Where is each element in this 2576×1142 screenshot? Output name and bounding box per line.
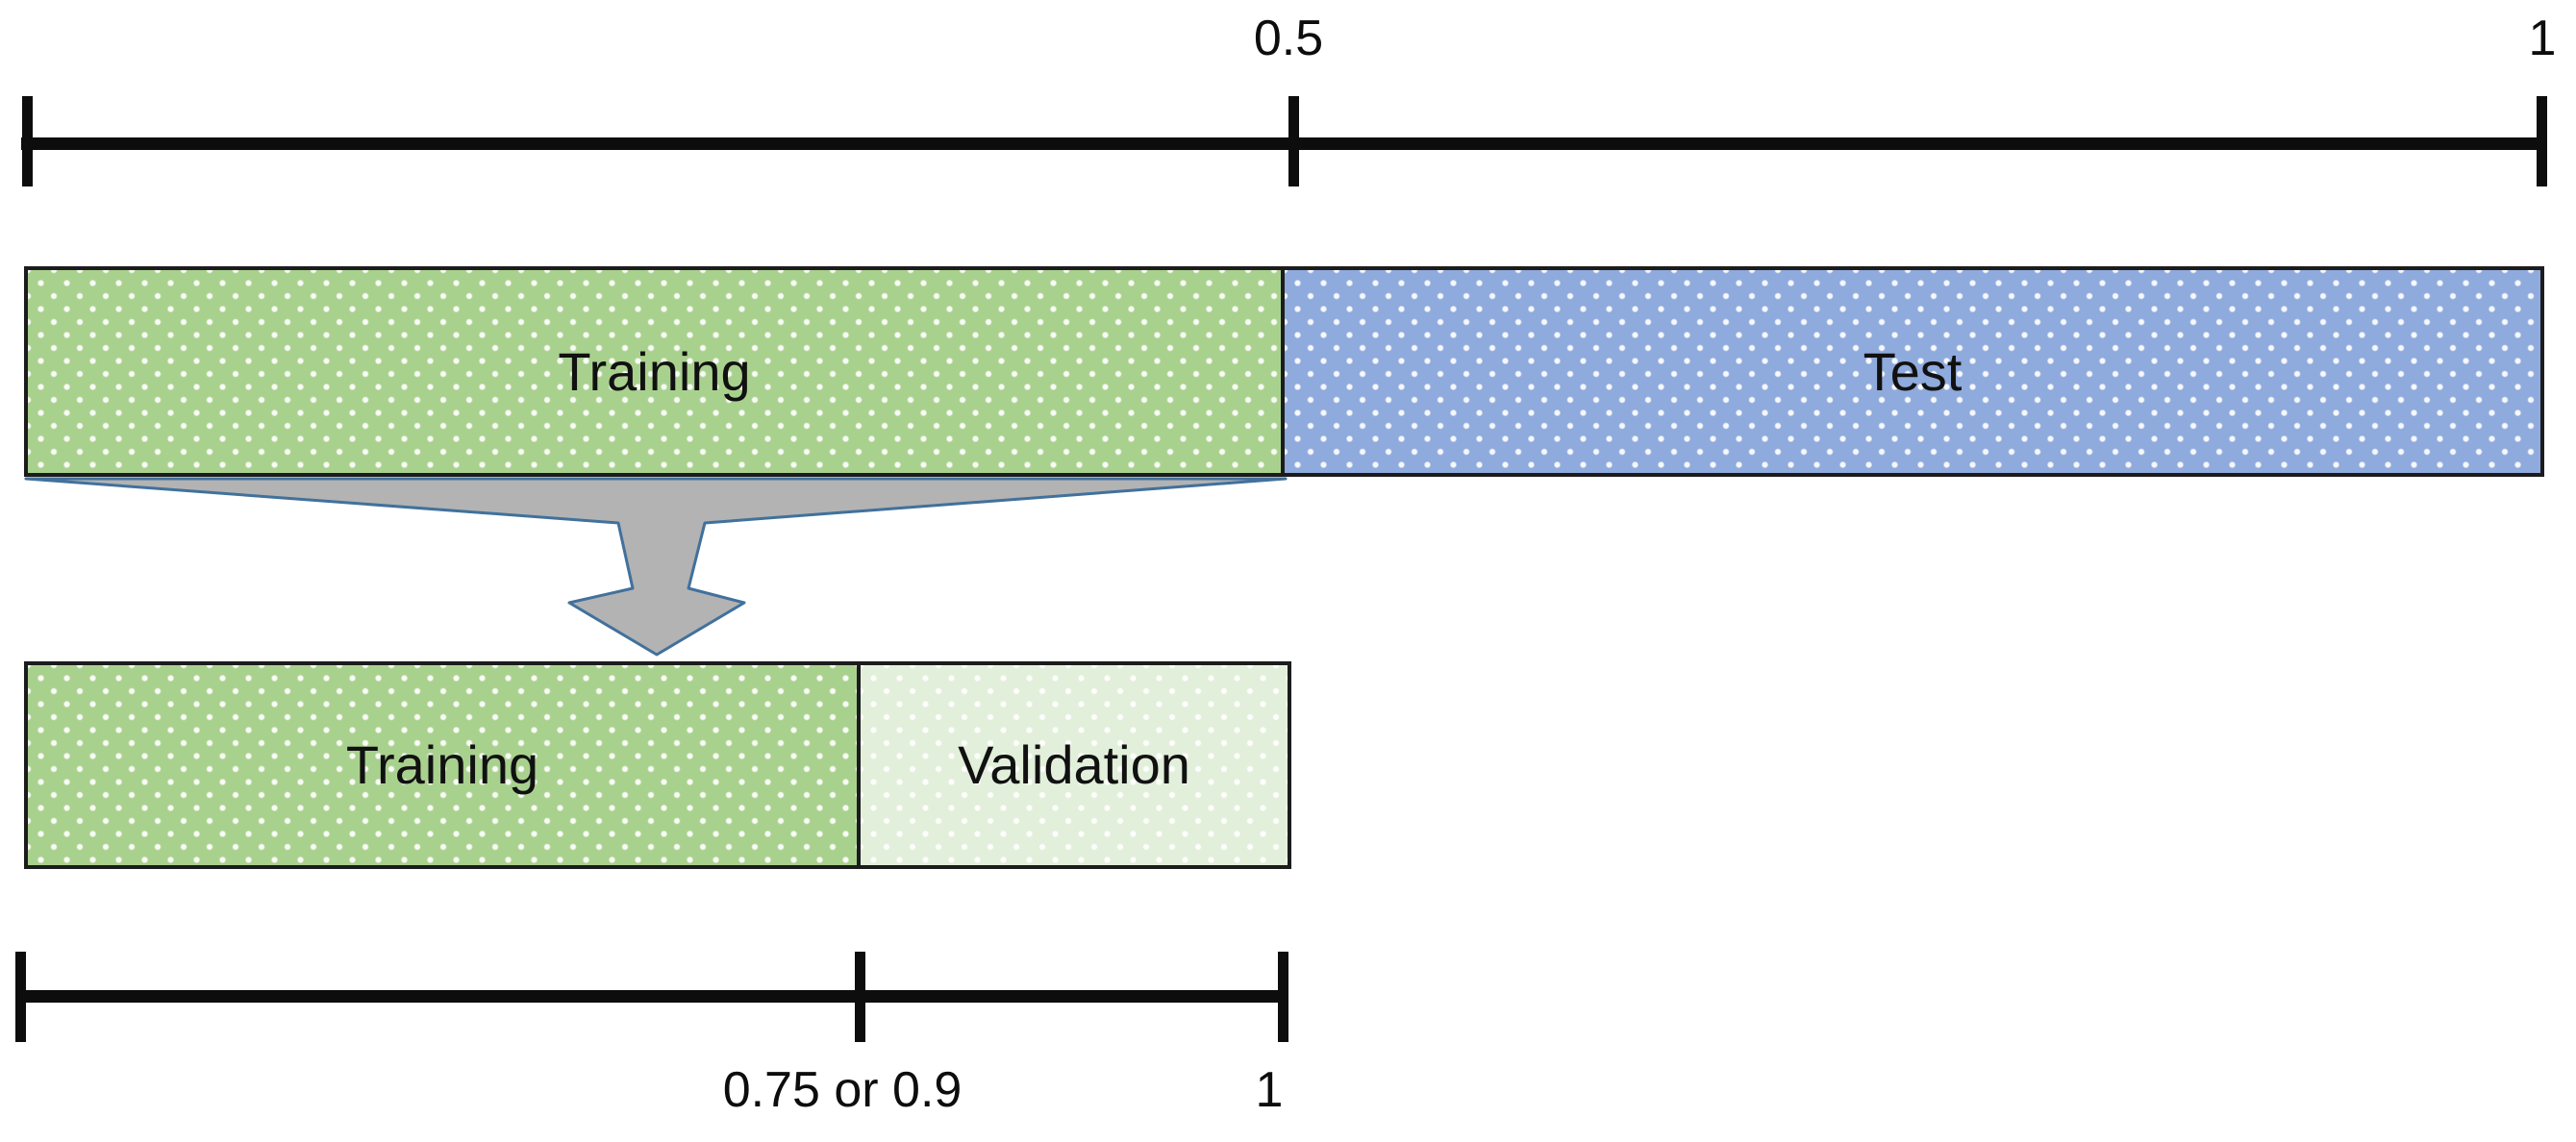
- training-label: Training: [558, 340, 751, 402]
- training-sub-label: Training: [345, 734, 539, 795]
- test-label: Test: [1863, 340, 1963, 402]
- train-test-bar: Training Test: [24, 266, 2544, 477]
- train-validation-bar: Training Validation: [24, 661, 1291, 869]
- down-arrow-icon: [24, 477, 1288, 657]
- top-ruler-label-end: 1: [2528, 11, 2557, 66]
- validation-label: Validation: [958, 734, 1190, 795]
- bottom-ruler-label-end: 1: [1255, 1062, 1284, 1118]
- bottom-ruler-label-mid: 0.75 or 0.9: [722, 1062, 963, 1118]
- top-ruler-line: [21, 137, 2546, 150]
- training-segment: Training: [24, 266, 1285, 477]
- bottom-ruler-tick-start: [15, 952, 26, 1042]
- bottom-ruler-tick-end: [1278, 952, 1288, 1042]
- top-ruler-tick-end: [2537, 96, 2547, 186]
- bottom-ruler-tick-mid: [855, 952, 865, 1042]
- validation-segment: Validation: [857, 661, 1291, 869]
- training-sub-segment: Training: [24, 661, 861, 869]
- top-ruler-tick-mid: [1288, 96, 1299, 186]
- top-ruler-label-mid: 0.5: [1253, 11, 1324, 66]
- bottom-ruler-line: [15, 990, 1288, 1003]
- top-ruler-tick-start: [22, 96, 33, 186]
- test-segment: Test: [1281, 266, 2544, 477]
